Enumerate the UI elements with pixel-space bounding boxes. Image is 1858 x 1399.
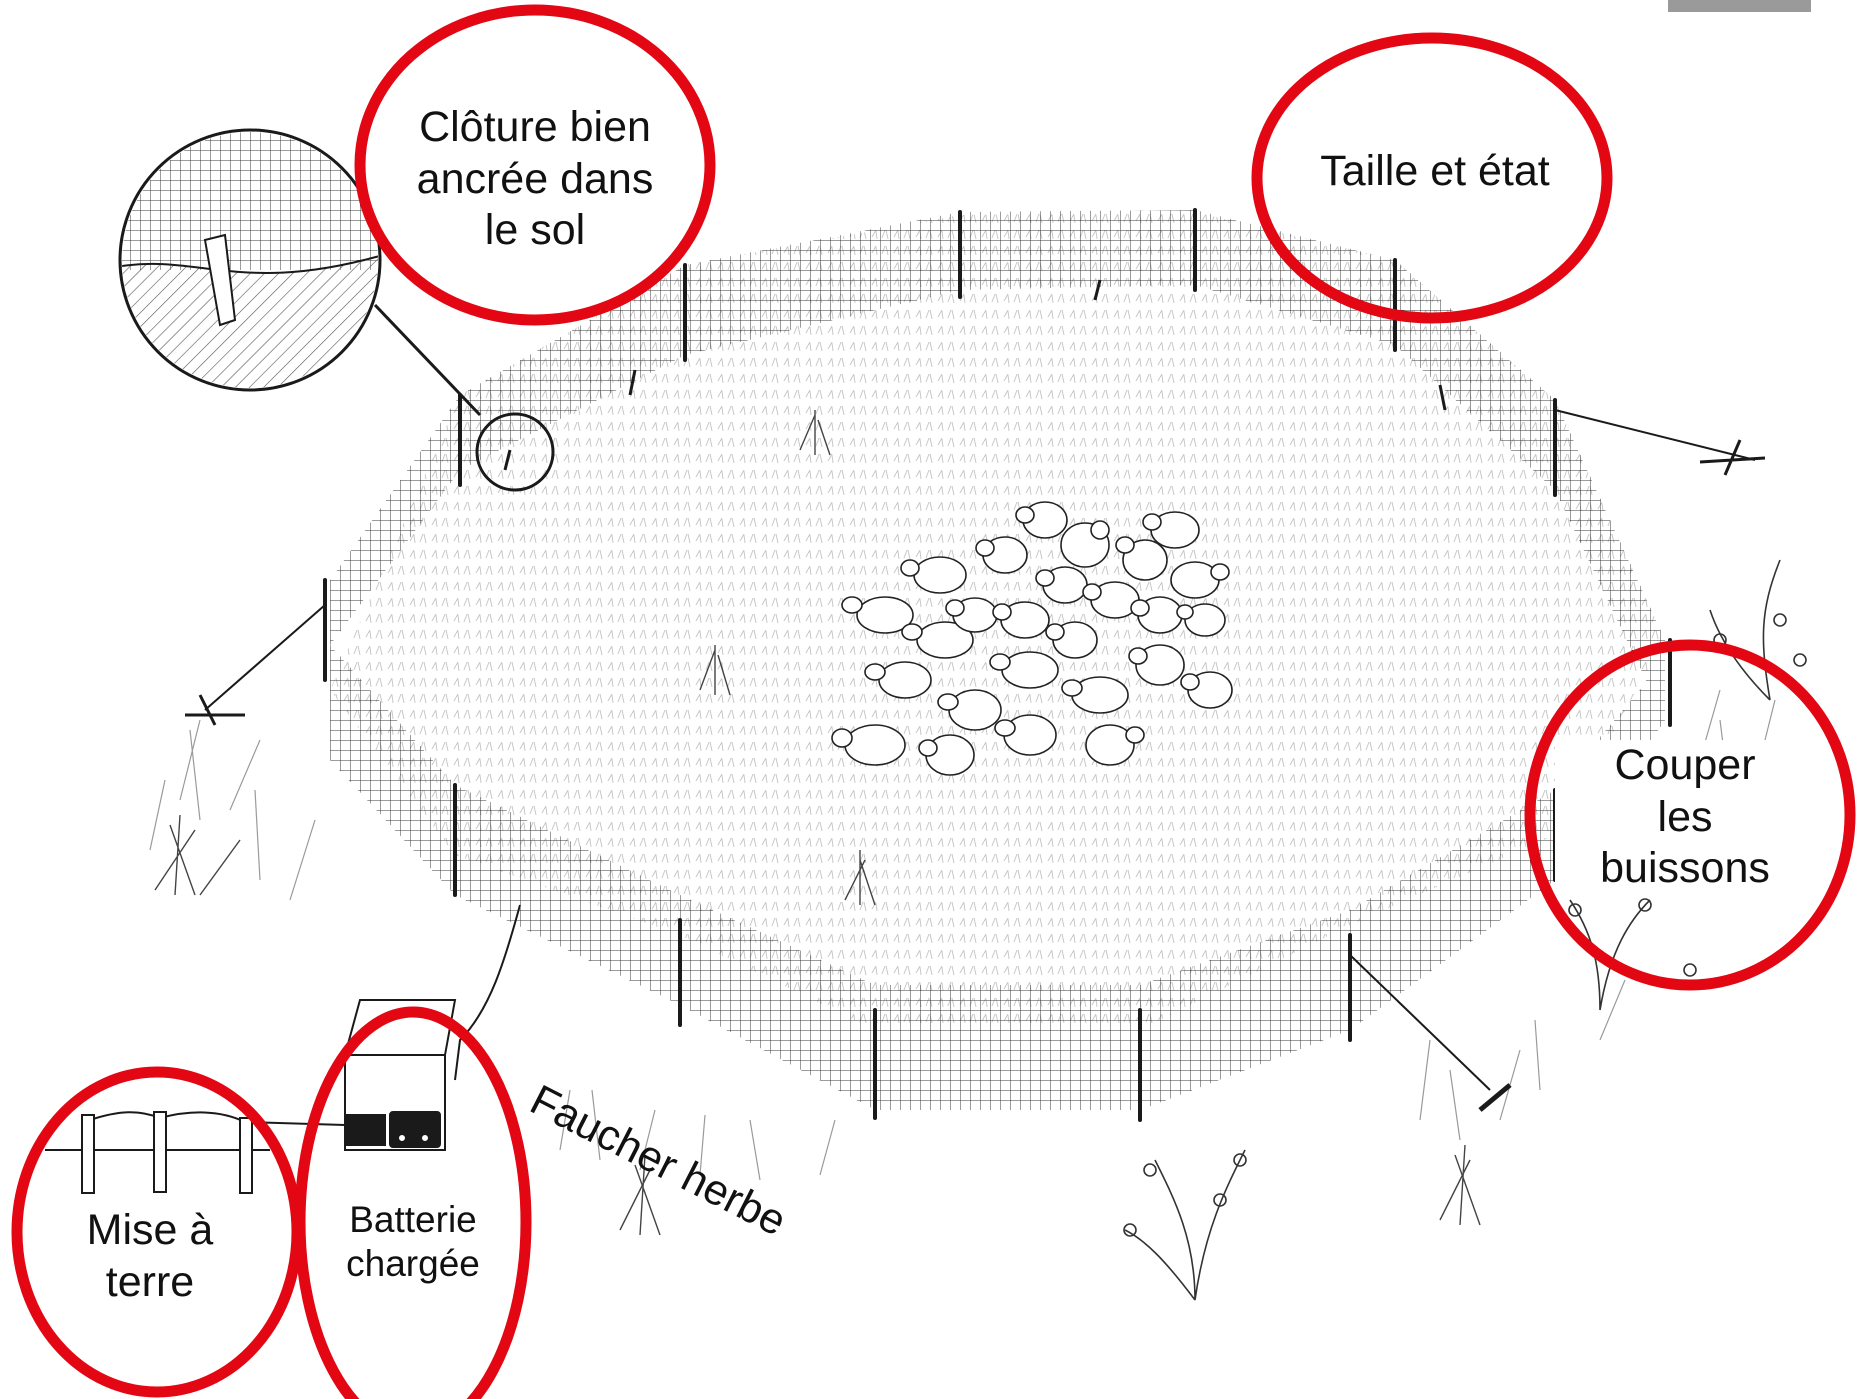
label-bushes: Couper les buissons (1555, 740, 1815, 895)
label-battery: Batterie chargée (318, 1198, 508, 1287)
label-ground: Mise à terre (45, 1205, 255, 1308)
label-anchored: Clôture bien ancrée dans le sol (385, 102, 685, 257)
fence-wire (455, 905, 520, 1080)
label-size-state: Taille et état (1290, 146, 1580, 198)
